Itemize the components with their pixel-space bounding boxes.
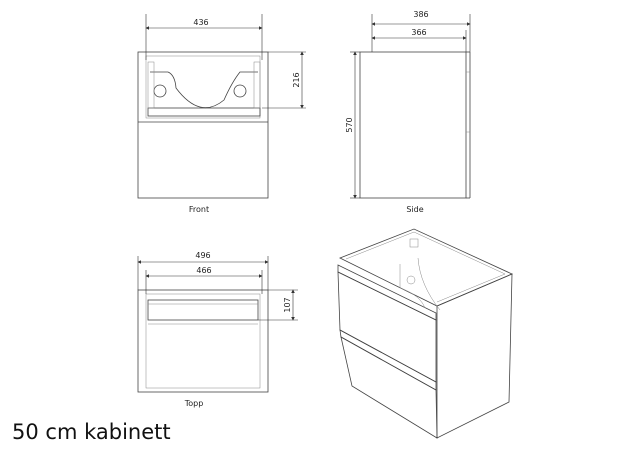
isometric-view (337, 228, 513, 439)
side-height-dim: 570 (345, 117, 354, 132)
side-view: 386 366 570 Side (345, 10, 471, 214)
top-view-label: Topp (184, 399, 204, 408)
top-outer-width-dim: 496 (195, 251, 210, 260)
top-depth-dim: 107 (283, 297, 292, 312)
front-width-dim: 436 (193, 18, 208, 27)
page-title: 50 cm kabinett (12, 420, 171, 444)
side-inner-depth-dim: 366 (411, 28, 426, 37)
side-view-label: Side (406, 205, 423, 214)
front-view-label: Front (189, 205, 209, 214)
top-view: 496 466 107 Topp (137, 251, 298, 408)
top-inner-width-dim: 466 (196, 266, 211, 275)
side-outer-depth-dim: 386 (413, 10, 428, 19)
front-height-dim: 216 (292, 72, 301, 87)
front-view: 436 216 Front (137, 14, 306, 214)
